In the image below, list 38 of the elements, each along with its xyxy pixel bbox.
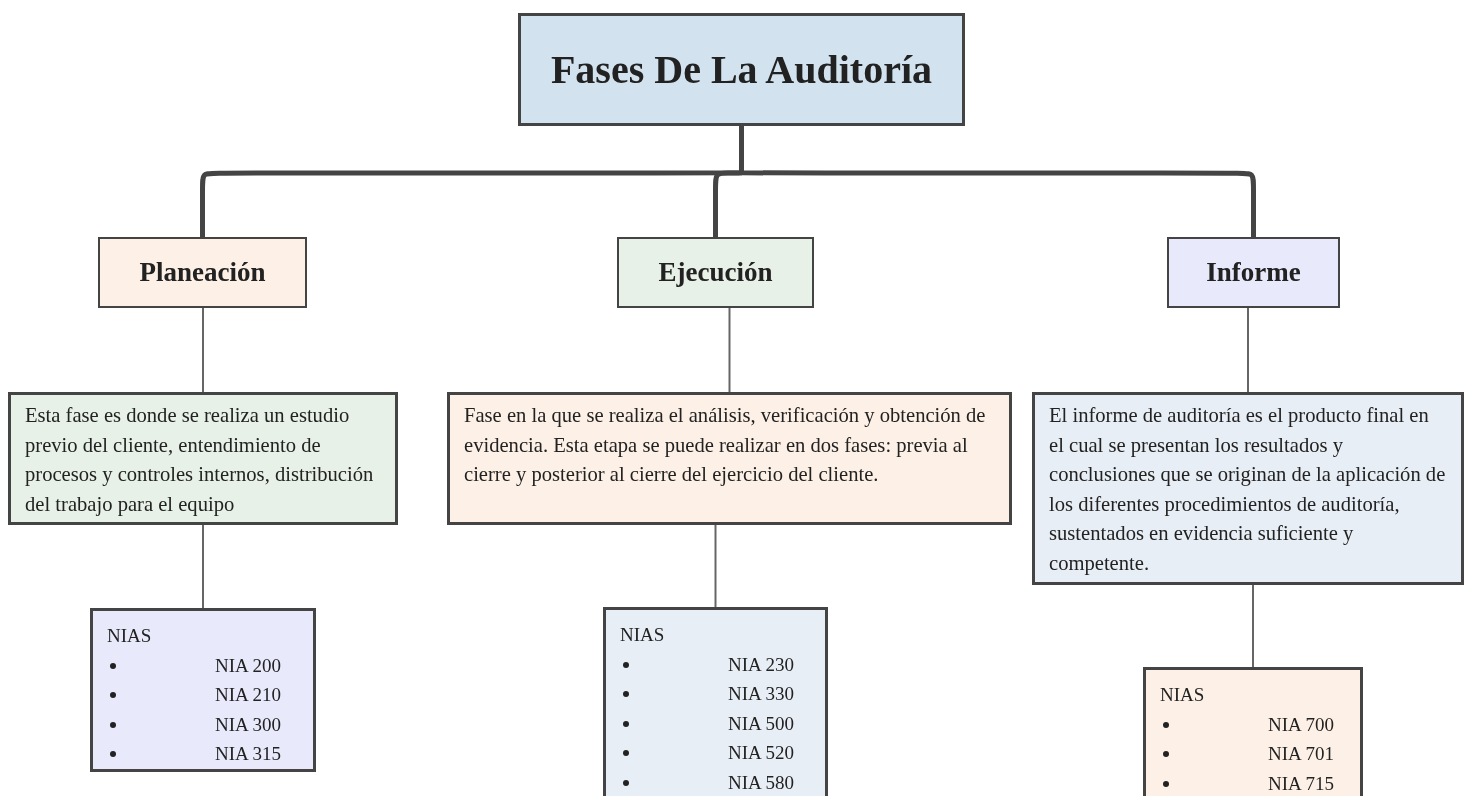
list-item: NIA 700 [1268,713,1334,735]
connector-line [202,307,204,393]
list-item: NIA 330 [728,683,794,704]
description-text: Esta fase es donde se realiza un estudio previo del cliente, entendimiento de procesos y controles internos, distribución del trabajo para el equipo [25,403,375,518]
connector-line [1247,307,1249,393]
list-item: NIA 715 [1268,772,1334,794]
standards-list-box [90,608,316,772]
list-item: NIA 315 [215,743,281,764]
phase-box [617,237,814,308]
list-heading: NIAS [620,623,666,647]
list-item: NIA 580 [728,771,794,793]
phase-title: Planeación [139,257,266,288]
description-box [8,392,398,525]
description-text: El informe de auditoría es el producto final en el cual se presentan los resultados y conclusiones que se originan de la aplicación de los diferentes procedimientos de auditoría, sustentados en evidencia suficiente y competente. [1049,403,1447,577]
connector-line [1252,584,1254,668]
list-item: NIA 500 [728,712,794,734]
list-item: NIA 300 [215,713,281,735]
phase-box [98,237,307,308]
list-heading: NIAS [1160,683,1206,707]
list-item: NIA 200 [215,654,281,676]
connector-line [202,524,204,609]
title-label: Fases De La Auditoría [550,46,933,93]
list-item: NIA 210 [215,684,281,705]
phase-title: Informe [1206,257,1301,288]
list-item: NIA 520 [728,742,794,763]
title-box [518,13,965,126]
connector-line [728,307,731,393]
description-text: Fase en la que se realiza el análisis, verificación y obtención de evidencia. Esta etapa se puede realizar en dos fases: previa al cierre y posterior al cierre del ejercicio del cliente. [464,403,987,488]
phase-box [1167,237,1340,308]
connector-line [714,524,717,608]
standards-list-box [603,607,828,796]
list-item: NIA 230 [728,653,794,675]
list-item: NIA 701 [1268,743,1334,764]
standards-list-box [1143,667,1363,796]
list-heading: NIAS [107,624,153,648]
phase-title: Ejecución [658,257,773,288]
description-box [447,392,1012,525]
description-box [1032,392,1464,585]
